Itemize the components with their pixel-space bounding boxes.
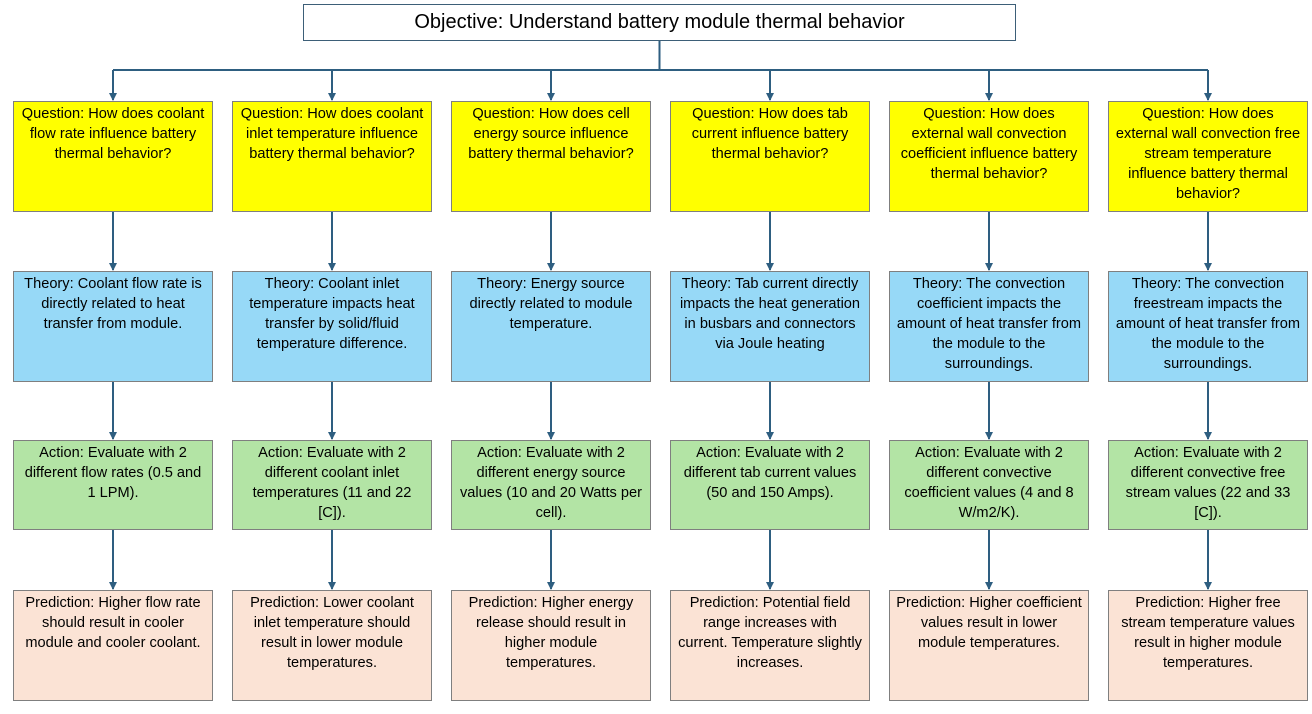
theory-box-4: Theory: Tab current directly impacts the… — [670, 271, 870, 382]
theory-box-1: Theory: Coolant flow rate is directly re… — [13, 271, 213, 382]
action-box-6: Action: Evaluate with 2 different convec… — [1108, 440, 1308, 530]
question-box-4: Question: How does tab current influence… — [670, 101, 870, 212]
theory-box-5: Theory: The convection coefficient impac… — [889, 271, 1089, 382]
prediction-box-1: Prediction: Higher flow rate should resu… — [13, 590, 213, 701]
question-box-2: Question: How does coolant inlet tempera… — [232, 101, 432, 212]
action-box-3: Action: Evaluate with 2 different energy… — [451, 440, 651, 530]
theory-box-3: Theory: Energy source directly related t… — [451, 271, 651, 382]
prediction-box-2: Prediction: Lower coolant inlet temperat… — [232, 590, 432, 701]
action-box-1: Action: Evaluate with 2 different flow r… — [13, 440, 213, 530]
theory-box-6: Theory: The convection freestream impact… — [1108, 271, 1308, 382]
question-box-6: Question: How does external wall convect… — [1108, 101, 1308, 212]
action-box-5: Action: Evaluate with 2 different convec… — [889, 440, 1089, 530]
action-box-4: Action: Evaluate with 2 different tab cu… — [670, 440, 870, 530]
question-box-5: Question: How does external wall convect… — [889, 101, 1089, 212]
theory-box-2: Theory: Coolant inlet temperature impact… — [232, 271, 432, 382]
prediction-box-3: Prediction: Higher energy release should… — [451, 590, 651, 701]
action-box-2: Action: Evaluate with 2 different coolan… — [232, 440, 432, 530]
prediction-box-4: Prediction: Potential field range increa… — [670, 590, 870, 701]
question-box-1: Question: How does coolant flow rate inf… — [13, 101, 213, 212]
objective-box: Objective: Understand battery module the… — [303, 4, 1016, 41]
prediction-box-6: Prediction: Higher free stream temperatu… — [1108, 590, 1308, 701]
prediction-box-5: Prediction: Higher coefficient values re… — [889, 590, 1089, 701]
question-box-3: Question: How does cell energy source in… — [451, 101, 651, 212]
